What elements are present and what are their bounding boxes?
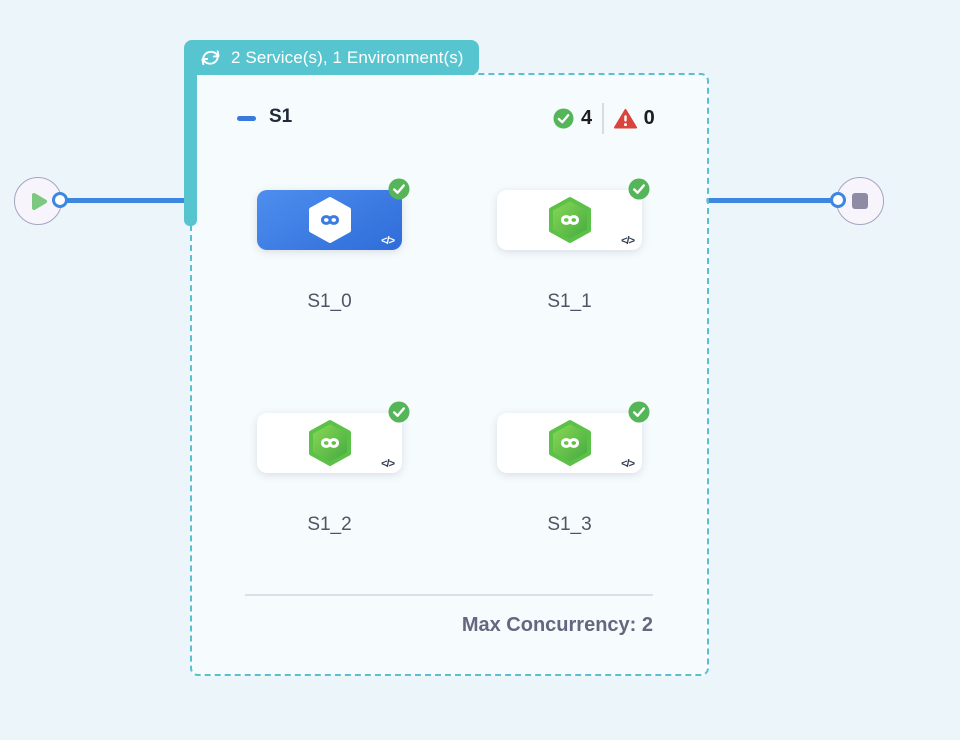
edge-stage-to-end [706, 198, 838, 203]
service-label: S1_1 [547, 291, 592, 312]
stage-collapse-toggle[interactable] [237, 116, 256, 121]
success-count: 4 [581, 107, 593, 129]
service-label: S1_0 [307, 291, 352, 312]
code-icon: </> [621, 235, 635, 247]
stage-summary-badge[interactable]: 2 Service(s), 1 Environment(s) [184, 40, 479, 75]
edge-start-to-stage [60, 198, 190, 203]
loop-icon [199, 47, 222, 68]
service-card-s1-1[interactable]: </> [497, 178, 650, 250]
service-success-badge-icon [628, 178, 650, 200]
stage-name: S1 [269, 106, 293, 127]
play-icon [31, 192, 48, 211]
service-hexagon-icon [308, 196, 352, 249]
service-success-badge-icon [388, 178, 410, 200]
stage-output-port[interactable] [830, 192, 846, 208]
code-icon: </> [621, 458, 635, 470]
service-hexagon-icon [548, 196, 592, 249]
service-card-s1-2[interactable]: </> [257, 401, 410, 473]
stage-container [190, 73, 709, 676]
success-check-icon [553, 108, 574, 129]
stage-badge-strip [184, 60, 197, 226]
code-icon: </> [381, 458, 395, 470]
service-hexagon-icon [548, 419, 592, 472]
stage-input-port[interactable] [52, 192, 68, 208]
status-divider [602, 103, 604, 134]
service-label: S1_3 [547, 514, 592, 535]
footer-divider [245, 594, 653, 596]
failed-count: 0 [643, 107, 655, 129]
max-concurrency-label: Max Concurrency: 2 [461, 614, 653, 636]
service-hexagon-icon [308, 419, 352, 472]
warning-triangle-icon [613, 108, 637, 129]
service-success-badge-icon [628, 401, 650, 423]
stop-icon [852, 193, 868, 209]
code-icon: </> [381, 235, 395, 247]
stage-summary-label: 2 Service(s), 1 Environment(s) [231, 47, 464, 67]
service-label: S1_2 [307, 514, 352, 535]
service-card-s1-0[interactable]: </> [257, 178, 410, 250]
service-card-s1-3[interactable]: </> [497, 401, 650, 473]
service-success-badge-icon [388, 401, 410, 423]
stage-status-group: 4 0 [553, 103, 655, 134]
